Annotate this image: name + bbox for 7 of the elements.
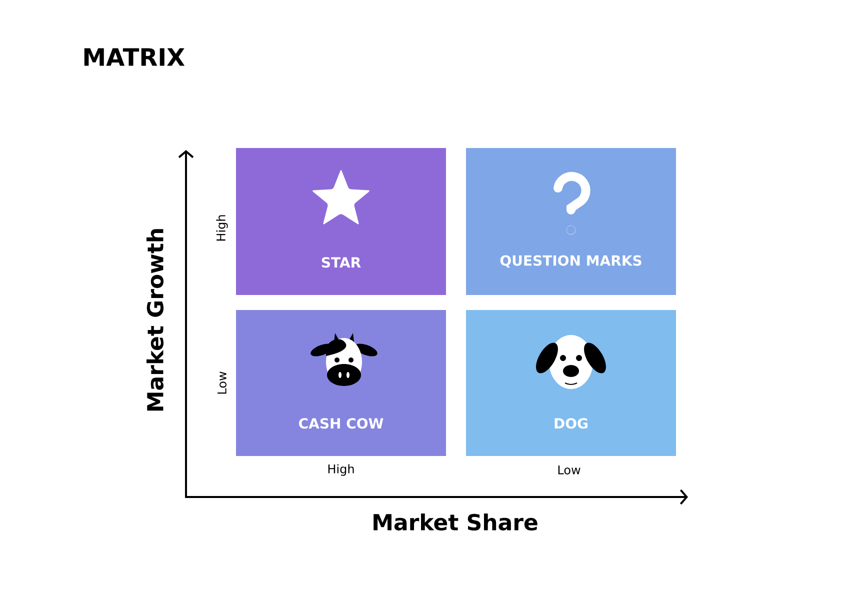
quadrant-box: DOG [466,310,676,456]
quadrant-box: CASH COW [236,310,446,456]
axis-title: Market Share [374,513,538,531]
axis-title: Market Growth [146,229,164,411]
quadrant-box: STAR [236,148,446,295]
quadrant-box: QUESTION MARKS [466,148,676,295]
title: MATRIX [84,48,185,66]
